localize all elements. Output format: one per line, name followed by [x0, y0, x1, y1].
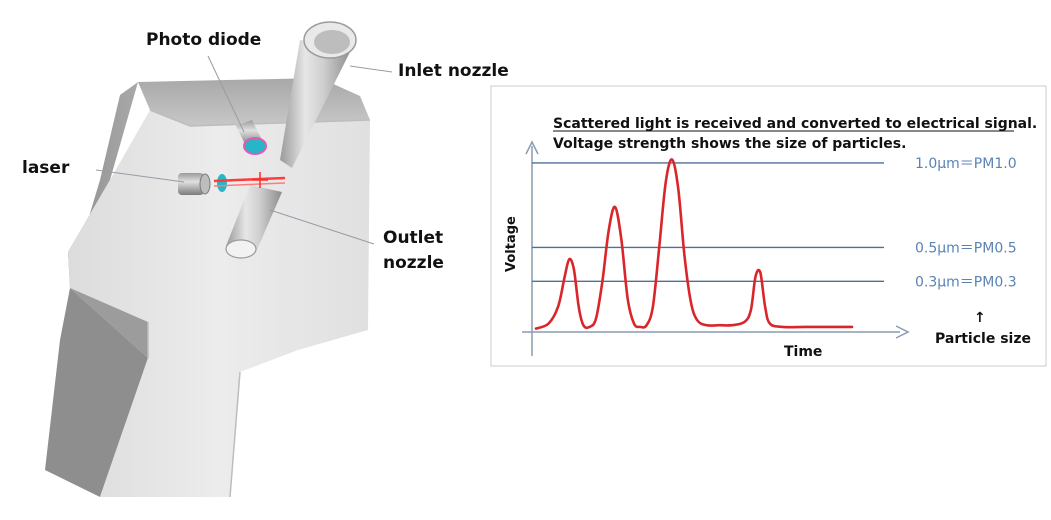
leader-inlet-nozzle	[349, 65, 393, 73]
callout-outlet-line1: Outlet	[383, 228, 443, 248]
threshold-label-2: 0.3μm＝PM0.3	[915, 274, 1017, 290]
callout-outlet-line2: nozzle	[383, 253, 444, 273]
callout-leader-lines	[95, 55, 393, 245]
sensor-body	[45, 78, 371, 498]
chart-x-axis-arrow	[895, 325, 910, 339]
photo-diode-component	[236, 120, 267, 155]
threshold-lines	[532, 162, 884, 282]
leader-laser	[95, 169, 185, 183]
threshold-labels: 1.0μm＝PM1.0 0.5μm＝PM0.5 0.3μm＝PM0.3	[915, 156, 1017, 290]
laser-beam	[213, 176, 286, 183]
sensor-front-face	[68, 110, 370, 497]
callout-laser: laser	[22, 158, 70, 178]
chart-title: Scattered light is received and converte…	[553, 116, 1037, 132]
laser-component	[178, 172, 286, 195]
chart-subtitle: Voltage strength shows the size of parti…	[553, 136, 906, 152]
signal-chart-panel: Scattered light is received and converte…	[490, 85, 1047, 367]
chart-xlabel: Time	[784, 344, 822, 360]
chart-y-axis-arrow	[525, 140, 539, 155]
sensor-side-face-lower	[45, 288, 148, 497]
outlet-nozzle-tube	[225, 185, 282, 259]
signal-line	[534, 158, 854, 330]
particle-size-label: Particle size	[935, 331, 1031, 347]
leader-outlet-nozzle	[269, 209, 375, 245]
inlet-nozzle-cone	[280, 40, 352, 168]
chart-ylabel: Voltage	[504, 216, 519, 272]
threshold-label-1: 0.5μm＝PM0.5	[915, 240, 1017, 256]
outlet-nozzle-body	[226, 185, 282, 252]
laser-housing	[178, 173, 204, 195]
callout-photo-diode: Photo diode	[146, 30, 261, 50]
callout-inlet-nozzle: Inlet nozzle	[398, 61, 509, 81]
outlet-nozzle-opening	[225, 239, 257, 259]
threshold-label-0: 1.0μm＝PM1.0	[915, 156, 1017, 172]
sensor-side-face-upper	[68, 82, 138, 280]
laser-aperture	[199, 173, 211, 195]
particle-size-arrow: ↑	[974, 310, 986, 326]
laser-lens	[217, 174, 227, 192]
photo-diode-lens	[243, 137, 267, 155]
inlet-nozzle-tube	[280, 21, 357, 168]
scattering-point	[252, 172, 268, 188]
leader-photo-diode	[207, 55, 245, 133]
